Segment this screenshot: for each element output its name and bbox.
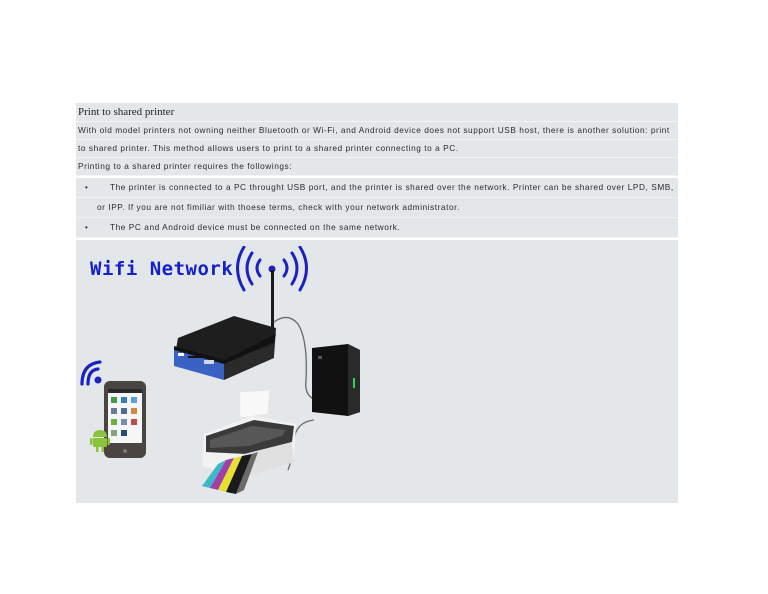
divider	[76, 176, 678, 178]
paragraph-line-1: With old model printers not owning neith…	[76, 122, 678, 140]
document-block: Print to shared printer With old model p…	[76, 103, 678, 503]
inkjet-printer	[202, 390, 296, 494]
network-diagram-image: Wifi Network	[76, 240, 678, 503]
wireless-router	[174, 316, 276, 380]
section-title: Print to shared printer	[76, 103, 678, 122]
android-logo-icon	[90, 430, 110, 452]
list-item-1-line-2: or IPP. If you are not fimiliar with tho…	[97, 202, 460, 212]
wifi-broadcast-icon	[236, 246, 308, 292]
list-item-2: • The PC and Android device must be conn…	[76, 218, 678, 238]
list-item-1-continued: or IPP. If you are not fimiliar with tho…	[76, 198, 678, 218]
requirements-list: • The printer is connected to a PC throu…	[76, 178, 678, 238]
phone-wifi-icon	[80, 360, 102, 386]
pc-tower	[312, 344, 360, 416]
list-item-1: • The printer is connected to a PC throu…	[76, 178, 678, 198]
bullet-marker: •	[85, 183, 89, 192]
bullet-marker: •	[85, 223, 89, 232]
list-item-1-line-1: The printer is connected to a PC through…	[110, 182, 674, 192]
paragraph-line-2: to shared printer. This method allows us…	[76, 140, 678, 158]
android-phone	[104, 381, 146, 458]
requirements-intro: Printing to a shared printer requires th…	[76, 158, 678, 176]
wifi-network-label: Wifi Network	[90, 258, 234, 280]
list-item-2-line-1: The PC and Android device must be connec…	[110, 222, 401, 232]
router-antenna	[271, 270, 274, 328]
